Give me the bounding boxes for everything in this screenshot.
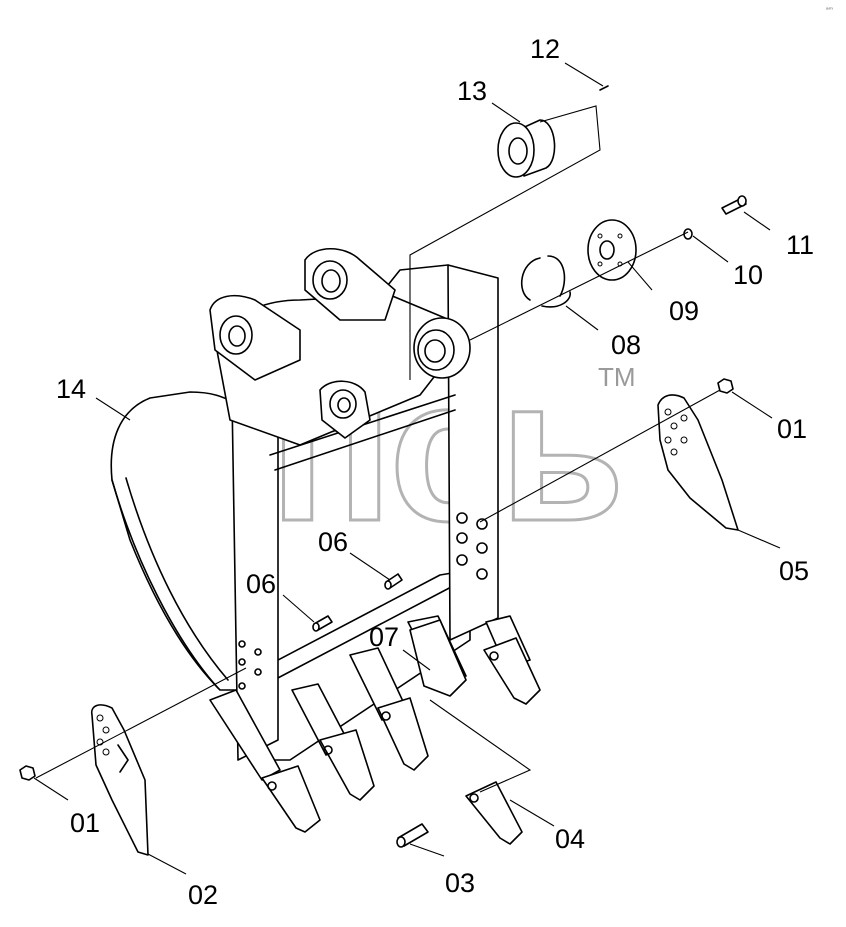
split-ring xyxy=(521,255,571,308)
label-01-left: 01 xyxy=(70,808,100,838)
label-01-right: 01 xyxy=(777,414,807,444)
label-12: 12 xyxy=(530,34,560,64)
bolt-lower xyxy=(312,615,333,632)
label-04: 04 xyxy=(555,824,585,854)
bucket-body xyxy=(110,248,499,761)
label-14: 14 xyxy=(56,374,86,404)
flange-bolt xyxy=(721,195,747,215)
side-cutter-left xyxy=(90,704,149,856)
tooth-loose xyxy=(465,781,523,845)
teeth xyxy=(261,637,541,833)
side-cutter-holes-left xyxy=(238,640,262,690)
label-03: 03 xyxy=(445,868,475,898)
label-09: 09 xyxy=(669,296,699,326)
bushing xyxy=(497,119,556,178)
label-11: 11 xyxy=(786,230,814,260)
nut-right xyxy=(717,378,734,394)
side-cutter-holes-right xyxy=(456,512,488,580)
label-07: 07 xyxy=(369,622,399,652)
leader-lines xyxy=(33,62,781,875)
nut-left xyxy=(19,765,36,781)
label-06-lower: 06 xyxy=(246,569,276,599)
adapter-loose xyxy=(409,619,467,697)
flange-washer xyxy=(587,219,637,281)
side-cutter-right xyxy=(657,394,739,531)
bolt-upper xyxy=(384,573,403,590)
grease-nipple xyxy=(599,85,609,91)
label-02: 02 xyxy=(188,880,218,910)
label-13: 13 xyxy=(457,76,487,106)
label-05: 05 xyxy=(779,556,809,586)
watermark-trademark: TM xyxy=(598,362,636,392)
part-labels: 12 13 11 10 09 08 14 01 06 05 06 07 01 0… xyxy=(56,34,814,910)
label-10: 10 xyxy=(733,260,763,290)
label-06-upper: 06 xyxy=(318,527,348,557)
label-08: 08 xyxy=(611,330,641,360)
corner-mark: ᵃᵐ xyxy=(826,6,833,14)
retaining-pin xyxy=(396,823,429,848)
